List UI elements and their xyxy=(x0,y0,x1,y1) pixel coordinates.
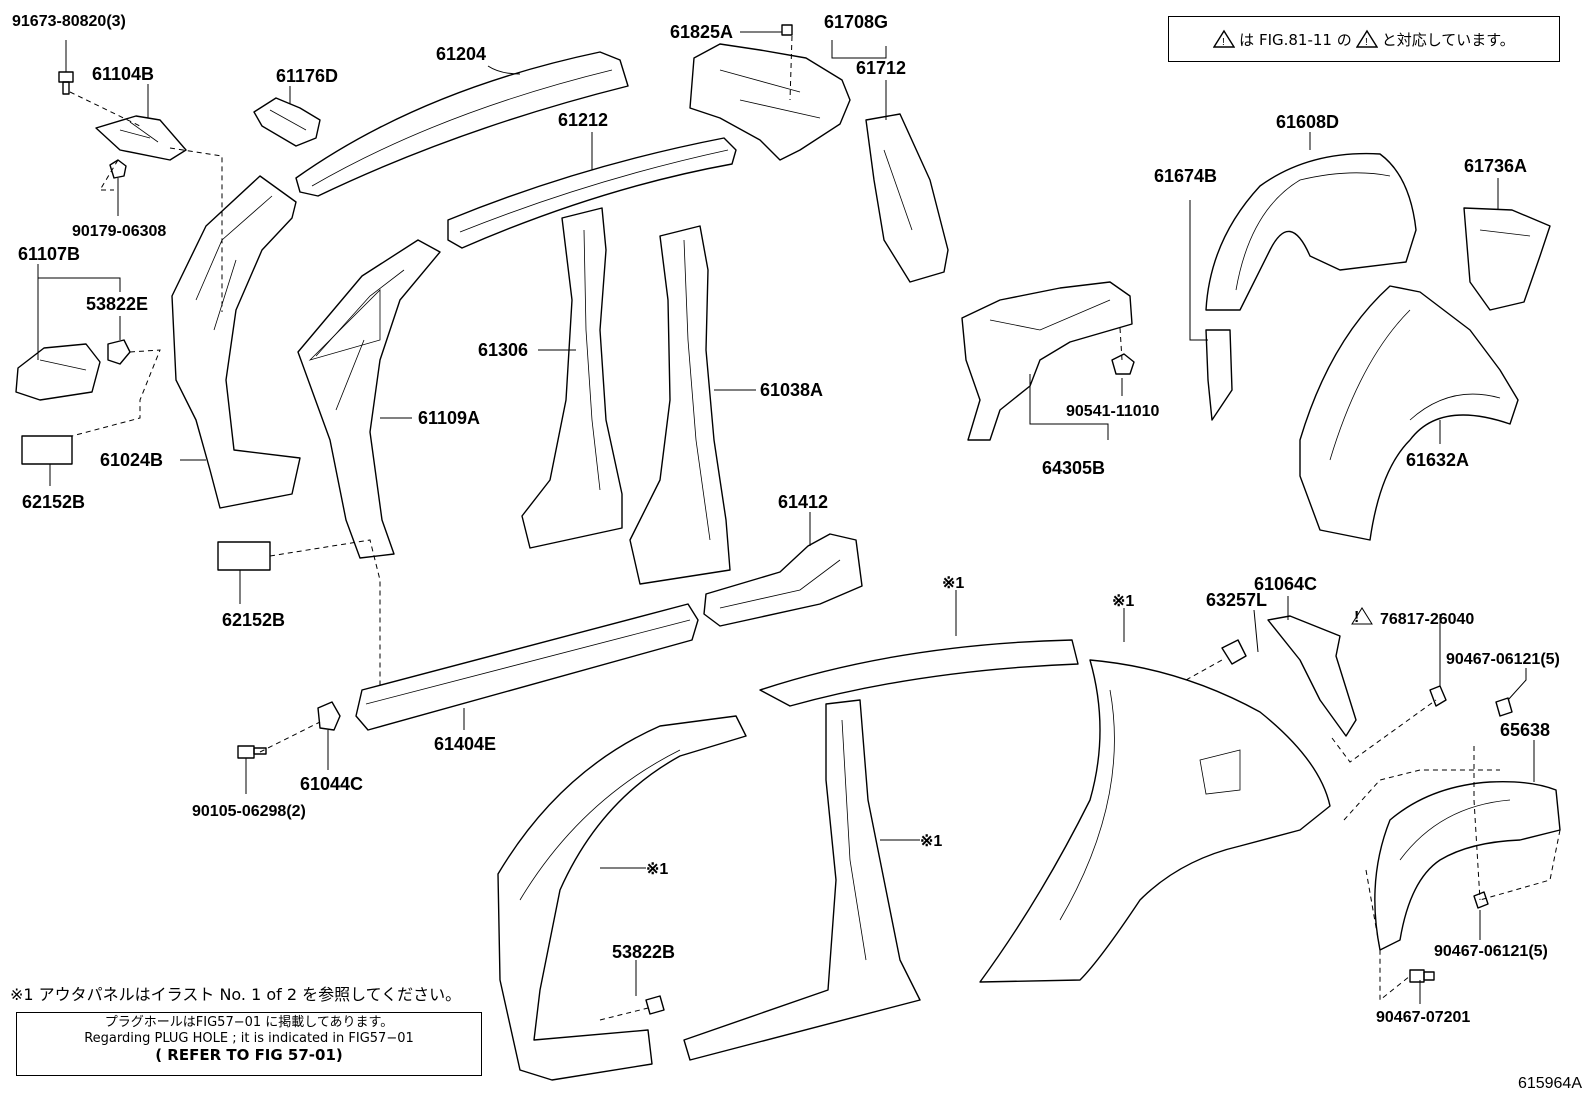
label-61608D: 61608D xyxy=(1276,112,1339,132)
label-62152B-2: 62152B xyxy=(222,610,285,630)
label-62152B-1: 62152B xyxy=(22,492,85,512)
warning-triangle-icon: ! xyxy=(1213,29,1236,48)
ref-mark-d: ※1 xyxy=(646,861,668,878)
warning-triangle-icon: ! xyxy=(1355,29,1378,48)
label-63257L: 63257L xyxy=(1206,590,1267,610)
part-64305B xyxy=(961,281,1133,441)
part-61176D xyxy=(253,97,321,147)
label-61038A: 61038A xyxy=(760,380,823,400)
label-61104B: 61104B xyxy=(92,64,154,84)
plug-note-ref: ( REFER TO FIG 57-01) xyxy=(155,1046,343,1064)
part-61632A xyxy=(1299,285,1519,541)
part-53822B xyxy=(645,995,665,1015)
part-63257L xyxy=(1221,639,1247,665)
ref-mark-a: ※1 xyxy=(942,575,964,592)
part-61064C xyxy=(1267,615,1357,737)
screw-90467-07201 xyxy=(1409,969,1435,983)
ref-mark-b: ※1 xyxy=(1112,593,1134,610)
svg-text:!: ! xyxy=(1354,609,1359,626)
part-61306 xyxy=(521,207,623,549)
label-64305B: 64305B xyxy=(1042,458,1105,478)
label-61204: 61204 xyxy=(436,44,486,64)
pad-62152B-1 xyxy=(21,435,73,465)
label-61825A: 61825A xyxy=(670,22,733,42)
label-90105: 90105-06298(2) xyxy=(192,803,306,820)
part-61404E xyxy=(355,603,699,731)
part-61708G xyxy=(689,43,851,161)
part-61044C xyxy=(317,701,341,731)
label-61632A: 61632A xyxy=(1406,450,1469,470)
part-61109A xyxy=(297,239,441,559)
part-61712 xyxy=(865,113,949,283)
label-61109A: 61109A xyxy=(418,408,480,428)
part-61608D xyxy=(1205,152,1417,311)
part-61107B xyxy=(15,343,101,401)
bolt-90105 xyxy=(237,745,267,759)
plug-note-en: Regarding PLUG HOLE ; it is indicated in… xyxy=(84,1031,414,1046)
label-90179: 90179-06308 xyxy=(72,223,166,240)
label-90467-a: 90467-06121(5) xyxy=(1446,651,1560,668)
label-61306: 61306 xyxy=(478,340,528,360)
part-61212 xyxy=(447,137,737,249)
clip-61825A xyxy=(781,24,793,36)
outer-panel-note: ※1 アウタパネルはイラスト No. 1 of 2 を参照してください。 xyxy=(10,985,462,1004)
part-61204 xyxy=(295,51,629,197)
label-61064C: 61064C xyxy=(1254,574,1317,594)
label-90541: 90541-11010 xyxy=(1066,403,1160,420)
outer-quarter-panel xyxy=(979,659,1331,983)
part-65638 xyxy=(1374,781,1561,951)
part-61038A xyxy=(629,225,731,585)
label-90467-b: 90467-06121(5) xyxy=(1434,943,1548,960)
label-61412: 61412 xyxy=(778,492,828,512)
plug-hole-note: プラグホールはFIG57−01 に掲載してあります。 Regarding PLU… xyxy=(16,1012,482,1076)
ref-mark-c: ※1 xyxy=(920,833,942,850)
label-61404E: 61404E xyxy=(434,734,496,754)
label-61024B: 61024B xyxy=(100,450,163,470)
label-61712: 61712 xyxy=(856,58,906,78)
label-61107B: 61107B xyxy=(18,244,80,264)
grommet-90541 xyxy=(1111,353,1135,375)
label-90467-c: 90467-07201 xyxy=(1376,1009,1470,1026)
part-61104B xyxy=(95,115,187,161)
nut-90467-a xyxy=(1495,697,1513,717)
part-61024B xyxy=(171,175,301,509)
label-91673: 91673-80820(3) xyxy=(12,13,126,30)
fig-note-suffix: と対応しています。 xyxy=(1381,30,1515,49)
nut-90467-b xyxy=(1473,891,1489,909)
pad-62152B-2 xyxy=(217,541,271,571)
label-61044C: 61044C xyxy=(300,774,363,794)
svg-text:!: ! xyxy=(1365,37,1368,48)
fig-reference-note: ! は FIG.81-11 の ! と対応しています。 xyxy=(1168,16,1560,62)
label-76817-group: ! 76817-26040 xyxy=(1351,607,1474,628)
part-61412 xyxy=(703,533,863,627)
fig-note-prefix: は FIG.81-11 の xyxy=(1239,30,1352,49)
label-61708G: 61708G xyxy=(824,12,888,32)
label-61736A: 61736A xyxy=(1464,156,1527,176)
plug-note-jp: プラグホールはFIG57−01 に掲載してあります。 xyxy=(104,1015,394,1030)
outer-front-pillar xyxy=(497,715,747,1081)
label-76817: 76817-26040 xyxy=(1380,611,1474,628)
nut-90179 xyxy=(109,159,127,179)
label-53822E: 53822E xyxy=(86,294,148,314)
label-61176D: 61176D xyxy=(276,66,338,86)
clip-76817 xyxy=(1429,685,1447,707)
bolt-91673 xyxy=(58,71,74,95)
label-61212: 61212 xyxy=(558,110,608,130)
outer-roof-b-pillar xyxy=(683,639,1079,1061)
part-61674B xyxy=(1205,329,1233,421)
part-53822E xyxy=(107,339,131,365)
label-61674B: 61674B xyxy=(1154,166,1217,186)
figure-id: 615964A xyxy=(1517,1075,1582,1092)
label-53822B: 53822B xyxy=(612,942,675,962)
svg-text:!: ! xyxy=(1222,37,1225,48)
part-61736A xyxy=(1463,207,1551,311)
label-65638: 65638 xyxy=(1500,720,1550,740)
